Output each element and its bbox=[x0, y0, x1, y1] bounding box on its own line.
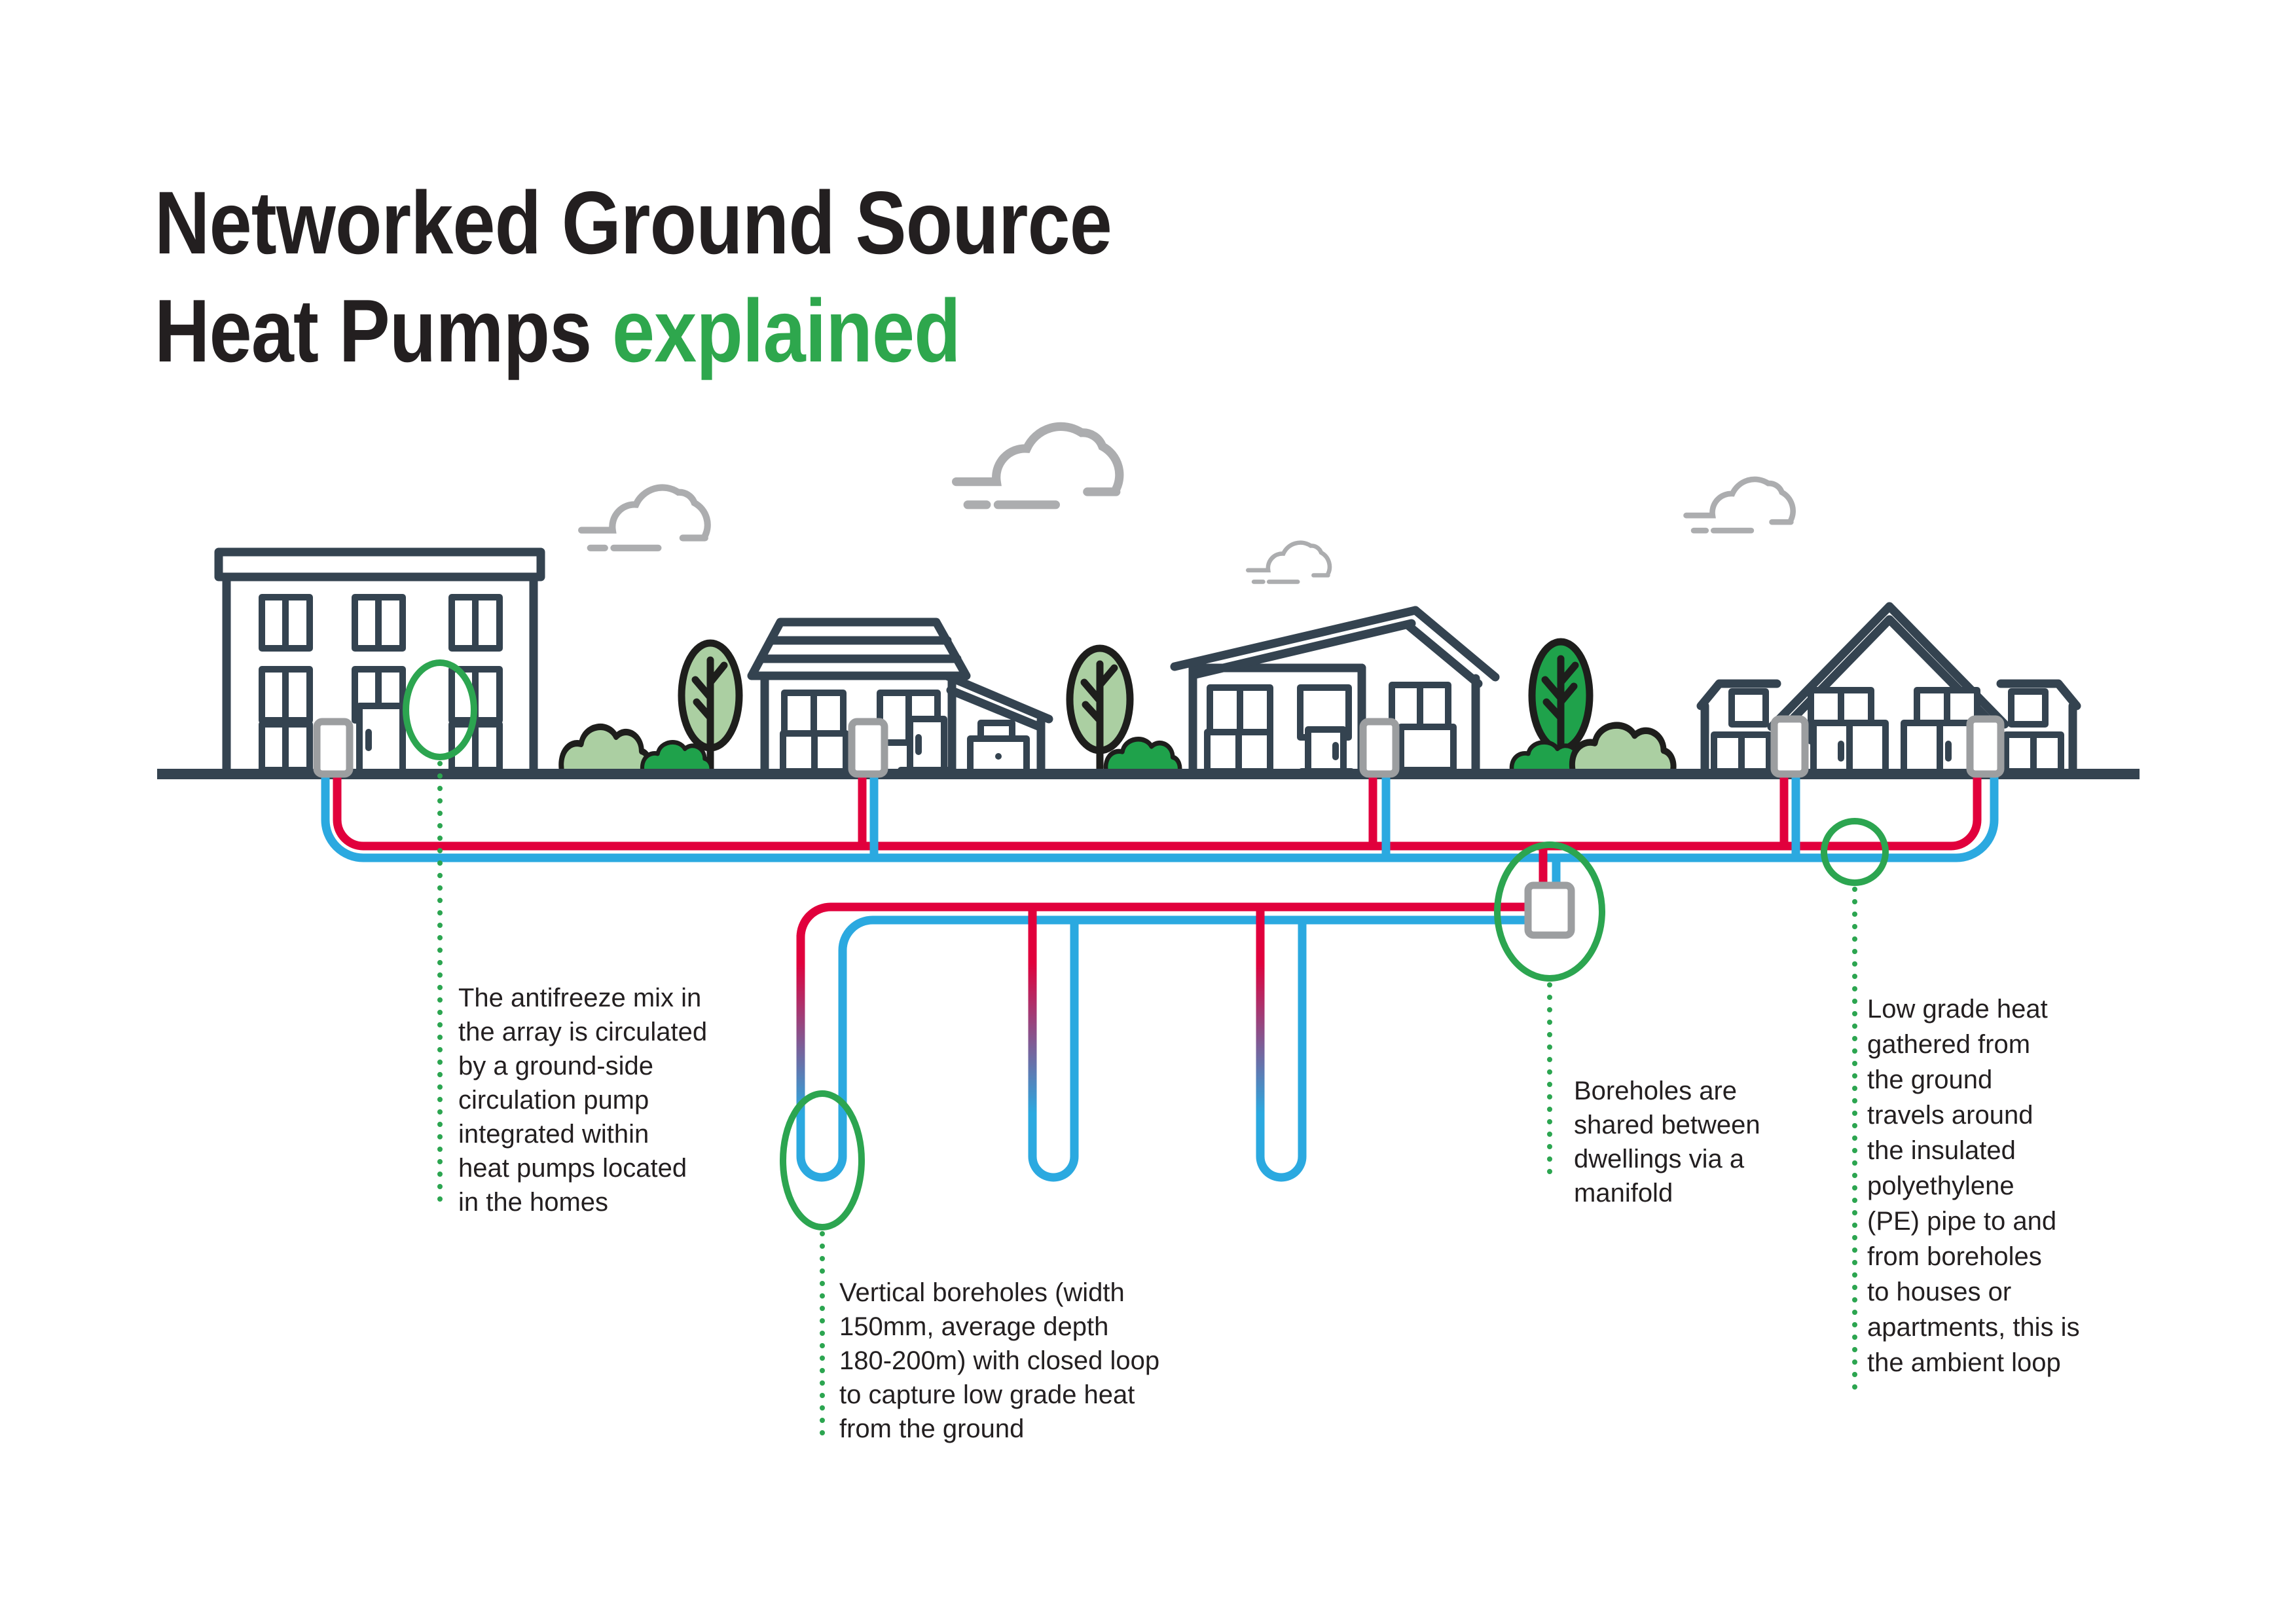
bush-icon bbox=[1572, 726, 1673, 774]
detached-house-icon bbox=[747, 618, 1053, 779]
cool-main-pipe bbox=[321, 765, 1999, 862]
warm-stub-pipes bbox=[858, 765, 1789, 893]
heat-pump-unit-icon bbox=[1359, 718, 1400, 778]
annotation-vertical-boreholes: Vertical boreholes (width 150mm, average… bbox=[839, 1278, 1160, 1443]
tree-icon bbox=[1066, 644, 1134, 778]
greenery bbox=[561, 638, 1673, 778]
callout-markers bbox=[403, 659, 1889, 1441]
heat-pump-unit-icon bbox=[313, 718, 354, 778]
annotation-circulation-pump: The antifreeze mix in the array is circu… bbox=[458, 984, 708, 1217]
double-doors bbox=[1810, 720, 1979, 777]
annotation-manifold: Boreholes are shared between dwellings v… bbox=[1574, 1077, 1760, 1208]
highlight-circle-heat-pump bbox=[403, 659, 477, 760]
apartment-windows bbox=[259, 594, 503, 773]
house-windows bbox=[780, 690, 941, 775]
title-highlight: explained bbox=[611, 280, 961, 380]
clouds bbox=[581, 426, 1793, 581]
highlight-circle-manifold bbox=[1494, 841, 1605, 982]
cool-stub-pipes bbox=[869, 765, 1800, 893]
title-line-2: Heat Pumps explained bbox=[155, 280, 961, 380]
apartment-door bbox=[356, 703, 406, 777]
borehole-loop-icon bbox=[1256, 920, 1307, 1182]
heat-pump-unit-icon bbox=[1770, 715, 1809, 778]
house-door bbox=[1298, 726, 1355, 778]
heat-pump-unit-icon bbox=[848, 718, 888, 778]
highlight-circle-ambient-loop bbox=[1821, 818, 1889, 886]
bush-icon bbox=[561, 727, 650, 774]
gable-house-icon bbox=[1170, 606, 1500, 779]
ambient-loop-pipes bbox=[321, 765, 1999, 1182]
cloud-icon bbox=[1248, 543, 1330, 582]
garage bbox=[942, 671, 1053, 779]
semi-detached-house-icon bbox=[1696, 602, 2081, 779]
manifold-icon bbox=[1524, 881, 1575, 939]
house-door bbox=[898, 716, 957, 777]
annotation-ambient-loop: Low grade heat gathered from the ground … bbox=[1867, 995, 2080, 1377]
borehole-loop-icon bbox=[796, 915, 1545, 1182]
cloud-icon bbox=[957, 426, 1120, 504]
apartment-building-icon bbox=[214, 547, 545, 779]
array-warm-main bbox=[796, 902, 1545, 969]
tree-icon bbox=[678, 639, 743, 778]
page-title: Networked Ground Source Heat Pumps expla… bbox=[155, 169, 1112, 384]
warm-main-pipe bbox=[333, 765, 1982, 851]
highlight-circle-borehole bbox=[780, 1090, 865, 1230]
title-line-1: Networked Ground Source bbox=[155, 173, 1112, 272]
heat-pump-units bbox=[313, 715, 2005, 939]
borehole-loop-icon bbox=[1028, 920, 1079, 1182]
heat-pump-unit-icon bbox=[1966, 715, 2005, 778]
cloud-icon bbox=[1686, 479, 1793, 530]
cloud-icon bbox=[581, 488, 708, 548]
